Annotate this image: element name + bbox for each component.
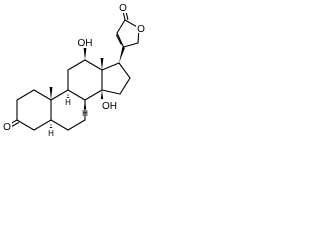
bond-c5-c4 xyxy=(33,119,52,131)
bond-c10-c9 xyxy=(50,89,69,101)
bond-c11-c12 xyxy=(67,59,86,71)
lactone-carbonyl-oxygen-label: O xyxy=(119,3,127,14)
c8-hydrogen-label: H xyxy=(82,109,88,118)
bond-c14-c8 xyxy=(84,89,103,101)
bond-c3-o-b xyxy=(10,122,20,128)
c12-hydroxyl-label: OH xyxy=(78,38,93,49)
bond-c20-c22-double xyxy=(115,34,122,45)
bond-c7-c6 xyxy=(67,119,86,131)
c5-hydrogen-label: H xyxy=(48,129,54,138)
bond-c15-c16 xyxy=(119,77,131,95)
ring-c xyxy=(67,59,103,101)
bond-c20-c22 xyxy=(116,32,125,48)
methyl-c19-wedge xyxy=(49,87,53,100)
ring-d xyxy=(101,62,131,95)
bond-c21-c20 xyxy=(122,42,139,48)
bond-c2-c1 xyxy=(16,89,35,101)
methyl-c18-wedge xyxy=(100,58,104,70)
bond-c22-c23 xyxy=(116,19,126,34)
bond-c16-c17 xyxy=(118,62,131,79)
molecule-drawing: O O O OH OH H H H xyxy=(2,2,146,138)
butenolide-ring xyxy=(115,9,140,48)
ring-b xyxy=(50,89,86,131)
c14-hydroxyl-label: OH xyxy=(102,101,117,112)
bond-c9-c8 xyxy=(67,89,86,101)
c9-hydrogen-label: H xyxy=(65,98,71,107)
bond-c6-c5 xyxy=(50,119,69,131)
bond-c4-c3 xyxy=(16,119,35,131)
c12-oh-wedge xyxy=(83,48,87,60)
c3-ketone-oxygen-label: O xyxy=(3,122,11,133)
lactone-ring-oxygen-label: O xyxy=(137,24,145,35)
ring-a xyxy=(16,89,52,131)
c14-oh-wedge xyxy=(100,90,104,101)
bond-c17-c13 xyxy=(101,62,120,71)
bond-c12-c13 xyxy=(84,59,103,71)
c17-c20-wedge xyxy=(119,47,125,63)
bond-c14-c15 xyxy=(101,89,121,95)
bond-c1-c10 xyxy=(33,89,52,101)
c8-h-wedge xyxy=(83,100,87,109)
structural-formula: O O O OH OH H H H xyxy=(0,0,158,157)
hash-c5-h xyxy=(49,124,53,128)
hash-c9-h xyxy=(66,94,70,98)
